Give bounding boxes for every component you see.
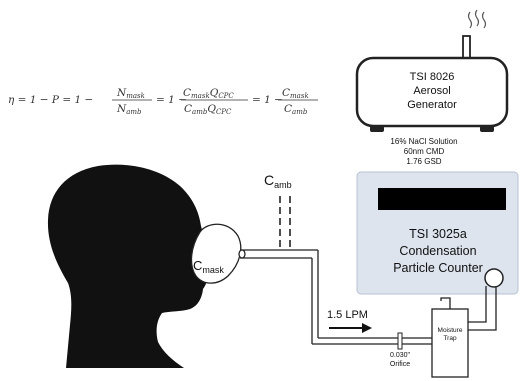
c-mask-label: Cmask bbox=[193, 258, 224, 275]
counter-label-1: Condensation bbox=[399, 244, 476, 258]
moisture-trap: Moisture Trap bbox=[431, 308, 469, 378]
head-silhouette-icon bbox=[47, 164, 209, 368]
frac2-denominator: CambQCPC bbox=[184, 103, 232, 116]
equation-eq3: = 1 − bbox=[252, 94, 283, 106]
generator-model: TSI 8026 bbox=[410, 71, 455, 83]
counter-connection-tube bbox=[440, 286, 497, 331]
orifice: 0.030" Orifice bbox=[390, 332, 411, 368]
c-amb-label: Camb bbox=[264, 172, 292, 190]
mask-shell bbox=[190, 223, 242, 284]
vapor-icon bbox=[481, 11, 487, 29]
equation-lhs: η = 1 − P = 1 − bbox=[8, 94, 93, 106]
generator-foot bbox=[480, 126, 494, 132]
particle-counter: TSI 3025a Condensation Particle Counter bbox=[356, 171, 519, 295]
frac3-denominator: Camb bbox=[284, 103, 308, 116]
equation-eq2: = 1 − bbox=[156, 94, 187, 106]
flow-indicator: 1.5 LPM bbox=[327, 309, 372, 333]
efficiency-equation: η = 1 − P = 1 − Nmask Namb = 1 − CmaskQC… bbox=[8, 87, 318, 116]
gsd-spec: 1.76 GSD bbox=[406, 157, 441, 166]
orifice-size: 0.030" bbox=[390, 352, 411, 359]
vapor-icon bbox=[474, 9, 480, 27]
flow-rate-label: 1.5 LPM bbox=[327, 309, 368, 321]
counter-display bbox=[378, 188, 506, 210]
generator-label-2: Generator bbox=[407, 99, 457, 111]
counter-label-2: Particle Counter bbox=[393, 261, 483, 275]
orifice-label: Orifice bbox=[390, 361, 410, 368]
cmd-spec: 60nm CMD bbox=[404, 147, 445, 156]
vapor-icon bbox=[467, 11, 473, 29]
generator-body bbox=[355, 56, 509, 128]
frac1-denominator: Namb bbox=[116, 103, 142, 116]
trap-label-1: Moisture bbox=[438, 327, 463, 334]
generator-foot bbox=[370, 126, 384, 132]
respirator-mask: Cmask bbox=[190, 223, 242, 284]
solution-spec: 16% NaCl Solution bbox=[390, 137, 457, 146]
arrow-right-icon bbox=[362, 323, 372, 333]
frac3-numerator: Cmask bbox=[282, 87, 309, 100]
generator-outlet bbox=[462, 35, 471, 61]
mask-sample-tube bbox=[238, 249, 432, 345]
counter-model: TSI 3025a bbox=[409, 227, 467, 241]
counter-inlet bbox=[484, 268, 504, 288]
trap-label-2: Trap bbox=[443, 335, 457, 342]
ambient-sample-tube: Camb bbox=[264, 172, 292, 250]
generator-label-1: Aerosol bbox=[413, 85, 450, 97]
aerosol-generator: TSI 8026 Aerosol Generator 16% NaCl Solu… bbox=[355, 9, 509, 166]
frac2-numerator: CmaskQCPC bbox=[183, 87, 234, 100]
frac1-numerator: Nmask bbox=[116, 87, 145, 100]
